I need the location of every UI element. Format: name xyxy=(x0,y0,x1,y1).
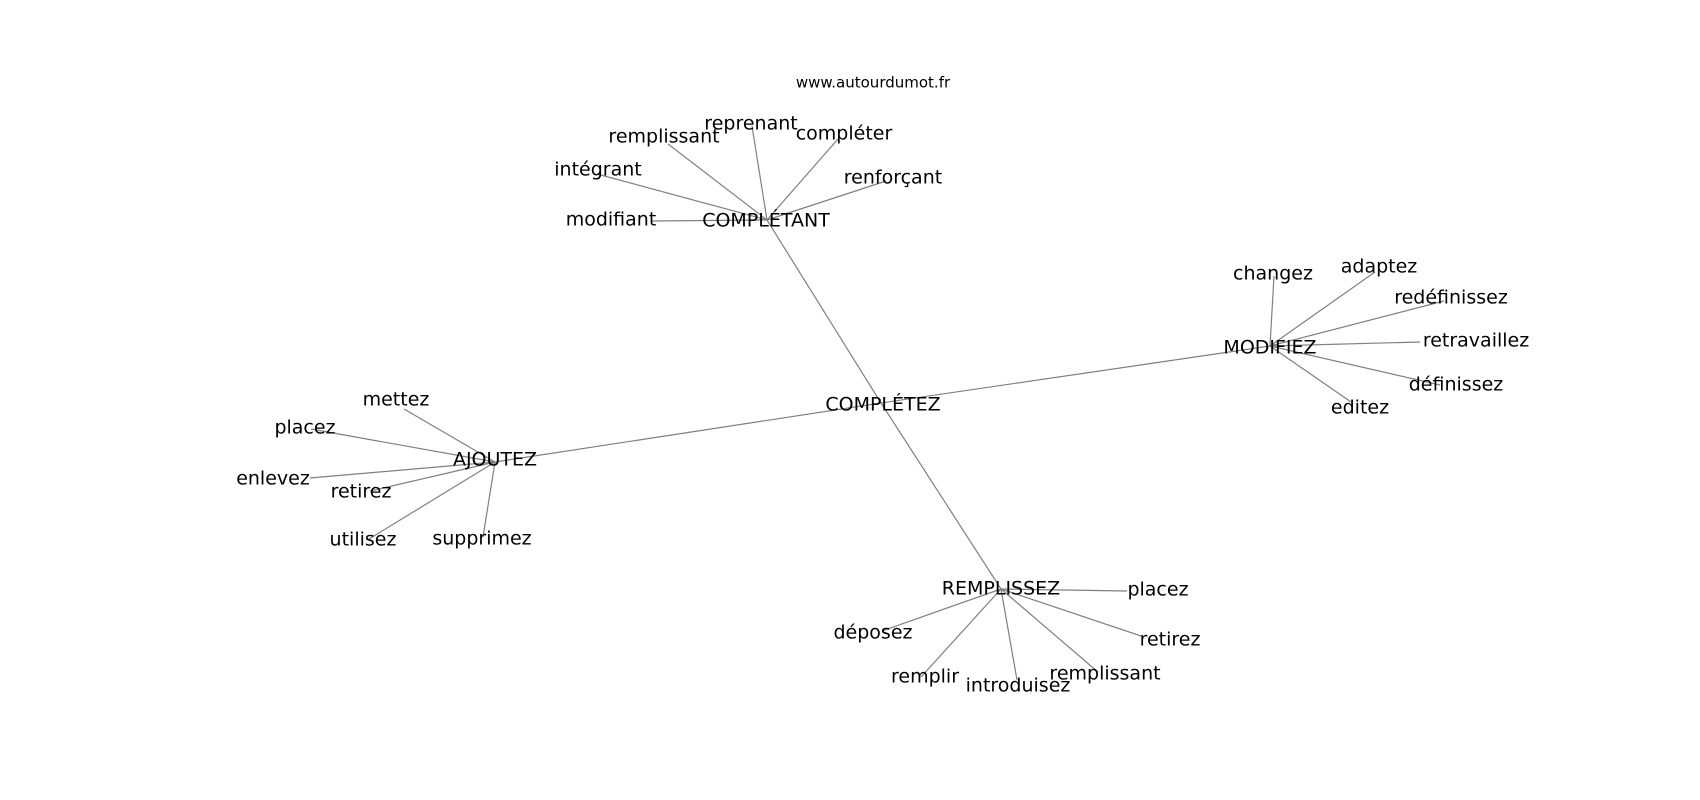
edge-modifiez-to-retravaillez xyxy=(1269,341,1421,347)
edge-ajoutez-to-enlevez xyxy=(309,461,496,479)
leaf-node-label-placez: placez xyxy=(274,417,335,439)
graph-edges xyxy=(309,125,1445,681)
leaf-node-label-retravaillez: retravaillez xyxy=(1423,330,1529,352)
hub-node-label-completant: COMPLÉTANT xyxy=(702,209,830,232)
edge-completant-to-modifiant xyxy=(650,219,768,222)
edge-completant-to-reprenant xyxy=(751,125,768,221)
leaf-node-label-reprenant: reprenant xyxy=(704,113,797,135)
edge-center-to-modifiez xyxy=(880,345,1271,404)
hub-node-label-remplissez: REMPLISSEZ xyxy=(942,578,1060,600)
edge-ajoutez-to-placez xyxy=(310,428,496,463)
edge-remplissez-to-deposez xyxy=(881,588,1002,632)
leaf-node-label-mettez: mettez xyxy=(363,389,430,411)
edge-remplissez-to-introduisez xyxy=(1000,588,1018,681)
edge-completant-to-completer xyxy=(766,138,839,221)
edge-modifiez-to-redefinissez xyxy=(1269,300,1445,347)
edge-modifiez-to-changez xyxy=(1269,275,1275,347)
edge-completant-to-integrant xyxy=(596,173,768,221)
leaf-node-label-adaptez: adaptez xyxy=(1341,256,1418,278)
edge-modifiez-to-editez xyxy=(1269,345,1352,403)
edge-ajoutez-to-mettez xyxy=(403,408,496,463)
leaf-node-label-supprimez: supprimez xyxy=(432,528,531,550)
edge-modifiez-to-definissez xyxy=(1269,345,1441,386)
leaf-node-label-remplissant: remplissant xyxy=(608,126,719,148)
edge-completant-to-remplissant xyxy=(667,143,768,221)
graph-labels: www.autourdumot.fr COMPLÉTEZ COMPLÉTANT re… xyxy=(236,74,1529,697)
leaf-node-label-deposez: déposez xyxy=(834,622,913,644)
center-node-label: COMPLÉTEZ xyxy=(825,393,940,416)
leaf-node-label-retirez: retirez xyxy=(331,481,392,503)
leaf-node-label-editez: editez xyxy=(1331,397,1389,419)
edge-modifiez-to-adaptez xyxy=(1269,271,1376,347)
edge-ajoutez-to-utilisez xyxy=(368,461,496,540)
edge-center-to-remplissez xyxy=(880,402,1002,590)
hub-node-label-ajoutez: AJOUTEZ xyxy=(453,449,537,471)
leaf-node-label-utilisez: utilisez xyxy=(330,529,397,551)
leaf-node-label-remplir: remplir xyxy=(891,666,959,688)
edge-remplissez-to-remplissant xyxy=(1000,588,1099,673)
edge-center-to-completant xyxy=(766,219,882,404)
edge-remplissez-to-placez xyxy=(1000,588,1128,592)
edge-remplissez-to-remplir xyxy=(920,588,1002,678)
site-watermark: www.autourdumot.fr xyxy=(796,74,951,92)
leaf-node-label-placez: placez xyxy=(1127,579,1188,601)
leaf-node-label-renforcant: renforçant xyxy=(844,167,942,189)
leaf-node-label-definissez: définissez xyxy=(1409,374,1504,396)
edge-ajoutez-to-retirez xyxy=(369,461,496,492)
leaf-node-label-enlevez: enlevez xyxy=(236,468,310,490)
leaf-node-label-integrant: intégrant xyxy=(554,159,641,181)
edge-center-to-ajoutez xyxy=(494,402,882,463)
edge-remplissez-to-retirez xyxy=(1000,588,1142,637)
leaf-node-label-modifiant: modifiant xyxy=(566,209,657,231)
leaf-node-label-completer: compléter xyxy=(796,123,893,145)
leaf-node-label-introduisez: introduisez xyxy=(966,675,1071,697)
edge-ajoutez-to-supprimez xyxy=(482,461,496,538)
leaf-node-label-remplissant: remplissant xyxy=(1049,663,1160,685)
leaf-node-label-redefinissez: redéfinissez xyxy=(1394,287,1508,309)
edge-completant-to-renforcant xyxy=(766,180,887,221)
leaf-node-label-changez: changez xyxy=(1233,263,1313,285)
leaf-node-label-retirez: retirez xyxy=(1140,629,1201,651)
hub-node-label-modifiez: MODIFIEZ xyxy=(1223,337,1316,359)
